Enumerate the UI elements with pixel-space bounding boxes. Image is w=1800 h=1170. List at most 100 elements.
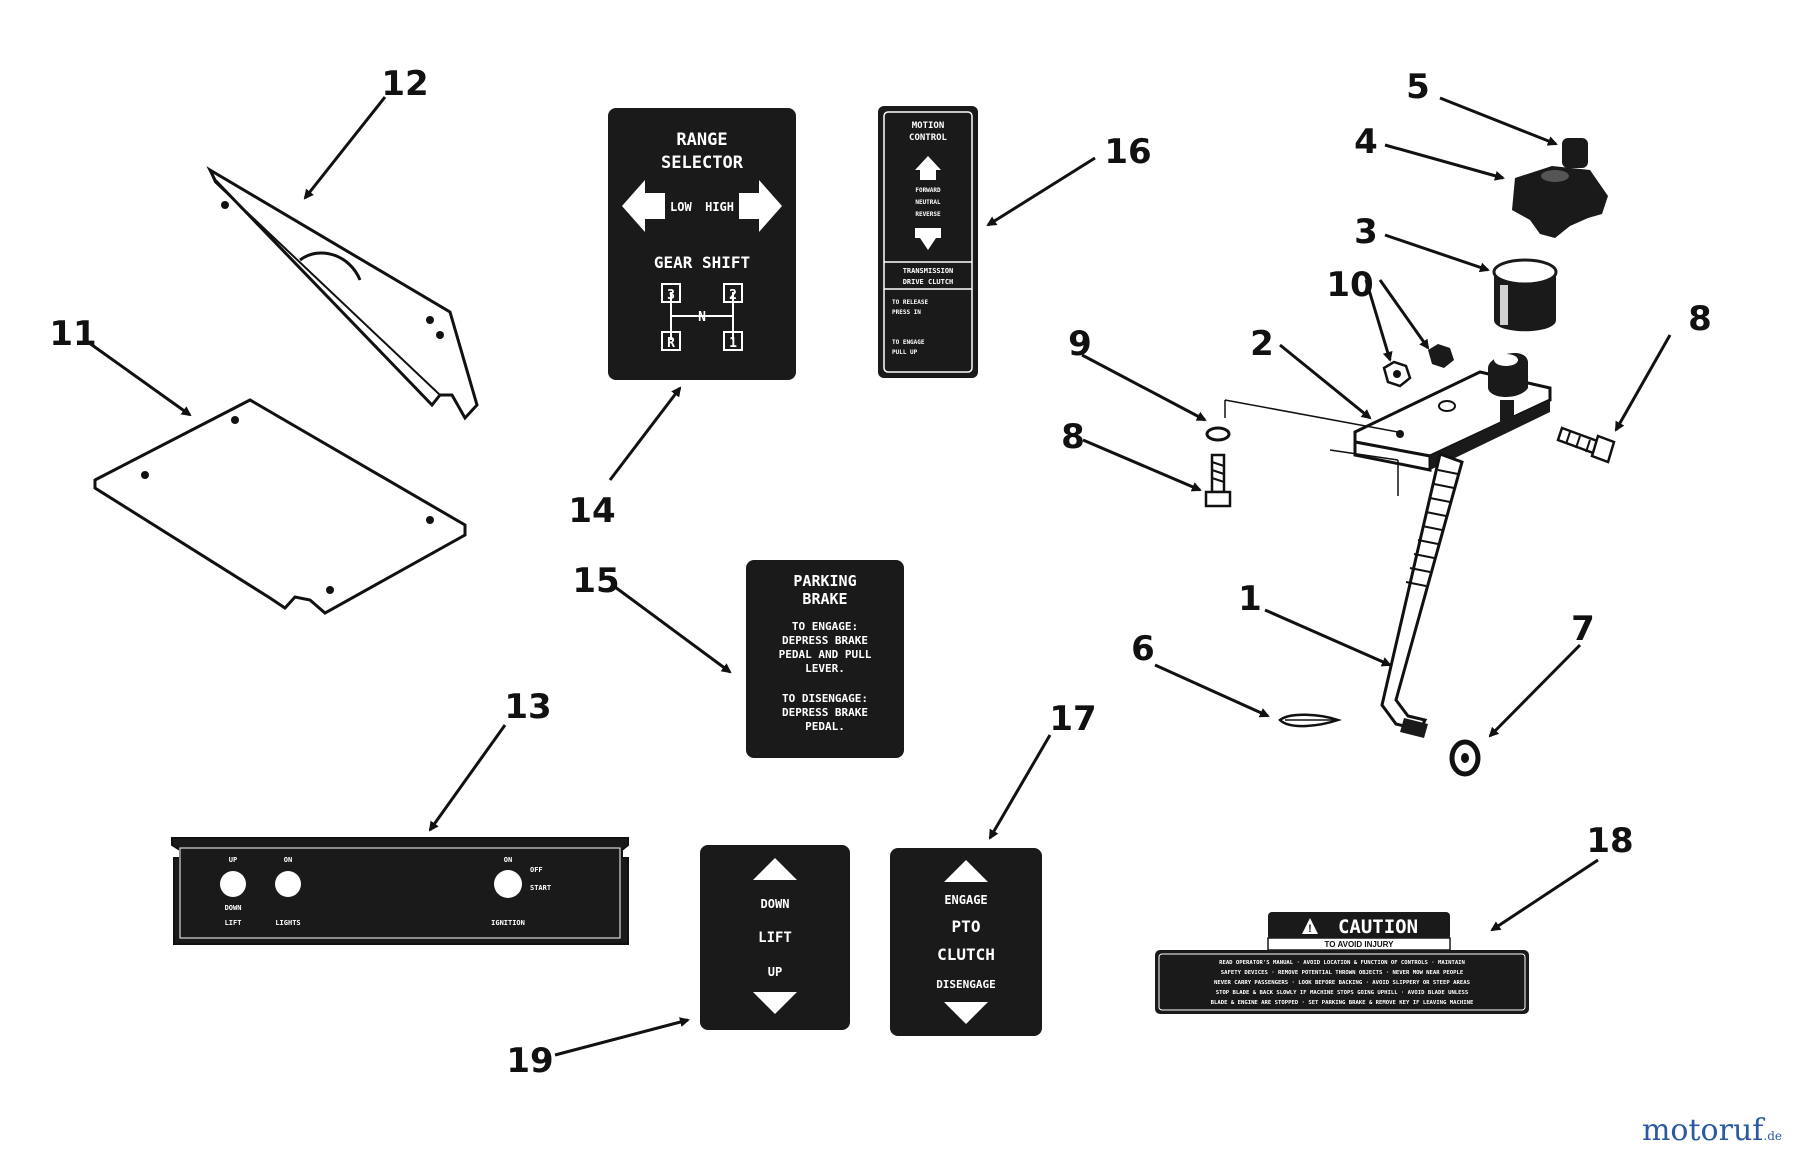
caution-line1: READ OPERATOR'S MANUAL · AVOID LOCATION …	[1219, 960, 1465, 966]
decal-16-neutral: NEUTRAL	[915, 199, 941, 206]
panel-13-ignition: IGNITION	[491, 919, 525, 927]
caution-line5: BLADE & ENGINE ARE STOPPED · SET PARKING…	[1211, 1000, 1474, 1006]
gear-1-label: 1	[729, 336, 737, 351]
part-2-bracket	[1353, 352, 1552, 472]
part-1-rod	[1380, 452, 1464, 738]
caution-title: CAUTION	[1338, 916, 1418, 938]
decal-17-clutch: CLUTCH	[937, 945, 995, 964]
gear-3-label: 3	[667, 288, 675, 303]
part-12-plate	[206, 166, 479, 421]
brand-tld: .de	[1763, 1129, 1782, 1143]
callout-9: 9	[1068, 324, 1092, 364]
decal-14-title2: SELECTOR	[661, 153, 744, 173]
reverse-icon	[915, 228, 941, 250]
callout-5: 5	[1406, 67, 1430, 107]
callout-arrows	[84, 96, 1672, 1057]
caution-line2: SAFETY DEVICES · REMOVE POTENTIAL THROWN…	[1221, 970, 1463, 976]
part-6-cotter-pin	[1278, 713, 1342, 728]
callout-8-left: 8	[1061, 417, 1085, 457]
ignition-hole	[494, 870, 522, 898]
callout-7: 7	[1571, 609, 1595, 649]
callout-1: 1	[1238, 579, 1262, 619]
callout-16: 16	[1104, 132, 1151, 172]
decal-14-gear: GEAR SHIFT	[654, 253, 750, 272]
decal-17-disengage: DISENGAGE	[936, 978, 996, 991]
warning-icon	[1302, 918, 1318, 934]
decal-16-rel2: PRESS IN	[892, 309, 921, 316]
caution-line3: NEVER CARRY PASSENGERS · LOOK BEFORE BAC…	[1214, 980, 1471, 986]
forward-icon	[915, 156, 941, 180]
right-arrow-icon	[739, 180, 782, 232]
decal-15-l7: PEDAL.	[805, 720, 845, 733]
lever-assembly	[1204, 138, 1616, 777]
decal-17-pto: ENGAGE PTO CLUTCH DISENGAGE	[890, 848, 1042, 1036]
gear-2-label: 2	[729, 288, 737, 303]
part-8-screw-right	[1556, 426, 1616, 464]
decal-19-lift: DOWN LIFT UP	[700, 845, 850, 1030]
decal-16-line2: CONTROL	[909, 133, 948, 143]
decal-15-parking-brake: PARKING BRAKE TO ENGAGE: DEPRESS BRAKE P…	[746, 560, 904, 758]
decal-15-l1: TO ENGAGE:	[792, 620, 858, 633]
decal-19-down: DOWN	[761, 897, 790, 911]
decal-15-l2: DEPRESS BRAKE	[782, 634, 868, 647]
decal-16-eng1: TO ENGAGE	[892, 339, 925, 346]
down-arrow-icon	[753, 992, 797, 1014]
brand-watermark[interactable]: motoruf.de	[1642, 1113, 1782, 1148]
callout-17: 17	[1049, 699, 1096, 739]
decal-16-trans2: DRIVE CLUTCH	[903, 278, 954, 286]
decal-14-low: LOW	[670, 200, 692, 214]
callout-4: 4	[1354, 122, 1378, 162]
panel-13-lights: LIGHTS	[275, 919, 300, 927]
part-7-washer	[1449, 739, 1481, 777]
callout-6: 6	[1131, 629, 1155, 669]
callout-18: 18	[1586, 821, 1633, 861]
gear-n-label: N	[698, 310, 706, 325]
part-4-knob	[1512, 166, 1608, 238]
decal-15-title1: PARKING	[793, 572, 856, 590]
decal-18-caution: ! CAUTION TO AVOID INJURY READ OPERATOR'…	[1155, 912, 1529, 1014]
panel-13-off: OFF	[530, 866, 543, 874]
callout-8-right: 8	[1688, 299, 1712, 339]
callout-14: 14	[568, 491, 615, 531]
part-11-plate	[93, 398, 467, 615]
decal-14-high: HIGH	[705, 200, 734, 214]
decal-19-lift-label: LIFT	[758, 930, 792, 946]
decal-15-l4: LEVER.	[805, 662, 845, 675]
decal-16-reverse: REVERSE	[915, 211, 941, 218]
decal-15-title2: BRAKE	[802, 590, 847, 608]
part-5-cap	[1562, 138, 1588, 168]
decal-16-motion-control: MOTION CONTROL FORWARD NEUTRAL REVERSE T…	[878, 106, 978, 378]
decal-14-title1: RANGE	[676, 130, 727, 150]
decal-16-eng2: PULL UP	[892, 349, 918, 356]
panel-13-up: UP	[229, 856, 237, 864]
callout-15: 15	[572, 561, 619, 601]
decal-16-line1: MOTION	[912, 121, 945, 131]
callout-3: 3	[1354, 212, 1378, 252]
gear-r-label: R	[667, 336, 675, 351]
part-13-dash-panel: UP ON ON OFF START DOWN LIFT LIGHTS IGNI…	[171, 837, 629, 945]
part-10-nuts	[1382, 344, 1454, 388]
callout-19: 19	[506, 1041, 553, 1081]
caution-line4: STOP BLADE & BACK SLOWLY IF MACHINE STOP…	[1216, 990, 1469, 996]
part-9-lockwasher	[1205, 426, 1231, 442]
disengage-arrow-icon	[944, 1002, 988, 1024]
svg-text:!: !	[1308, 923, 1312, 935]
decal-16-rel1: TO RELEASE	[892, 299, 929, 306]
callout-11: 11	[49, 314, 96, 354]
decal-15-l5: TO DISENGAGE:	[782, 692, 868, 705]
panel-13-on2: ON	[504, 856, 512, 864]
decal-16-forward: FORWARD	[915, 187, 941, 194]
decal-17-engage: ENGAGE	[944, 893, 987, 907]
callout-2: 2	[1250, 324, 1274, 364]
callout-numbers: 1 2 3 4 5 6 7 8 8 9 10 11 12 13 14 15 16…	[49, 64, 1712, 1081]
panel-13-start: START	[530, 884, 551, 892]
callout-13: 13	[504, 687, 551, 727]
lights-switch-hole	[275, 871, 301, 897]
callout-12: 12	[381, 64, 428, 104]
panel-13-on1: ON	[284, 856, 292, 864]
up-arrow-icon	[753, 858, 797, 880]
decal-17-pto-label: PTO	[952, 917, 981, 936]
part-3-spacer	[1492, 258, 1558, 332]
